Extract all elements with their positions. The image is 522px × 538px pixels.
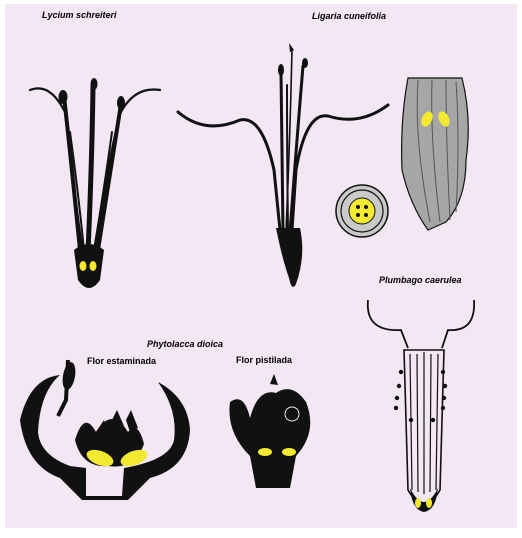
label-flor-pistilada: Flor pistilada (236, 355, 292, 365)
label-phytolacca: Phytolacca dioica (147, 339, 223, 349)
ligaria-cross-section (336, 185, 388, 237)
label-flor-estaminada: Flor estaminada (87, 356, 156, 366)
label-lycium: Lycium schreiteri (42, 10, 117, 20)
lycium-nectary (80, 261, 87, 271)
label-plumbago: Plumbago caerulea (379, 275, 462, 285)
label-ligaria: Ligaria cuneifolia (312, 11, 386, 21)
